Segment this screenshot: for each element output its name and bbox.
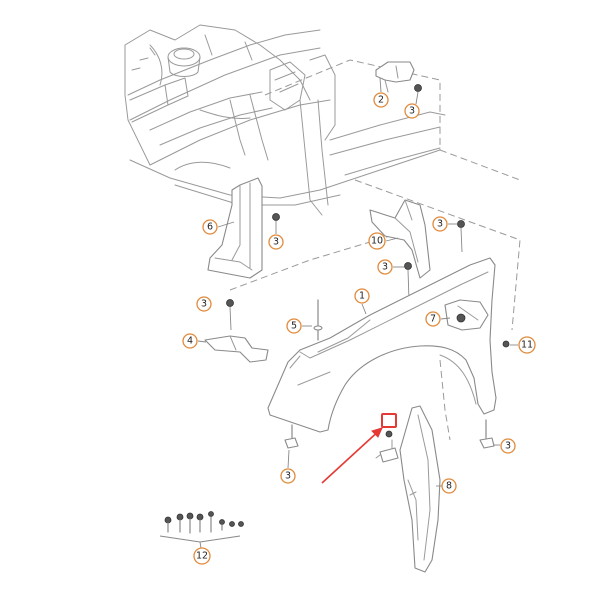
- svg-text:3: 3: [382, 262, 388, 273]
- svg-text:3: 3: [273, 237, 279, 248]
- svg-text:5: 5: [291, 321, 297, 332]
- callout-6: 6: [202, 219, 218, 235]
- leader-7: [440, 317, 451, 320]
- screw-3f: [284, 424, 299, 469]
- svg-text:11: 11: [521, 340, 533, 351]
- callout-10: 10: [368, 232, 386, 250]
- callout-3c: 3: [432, 216, 448, 232]
- liner-part-8: [399, 405, 442, 573]
- callout-3e: 3: [196, 296, 212, 312]
- callout-3b: 3: [268, 234, 284, 250]
- highlight-box: [381, 413, 397, 428]
- callout-5: 5: [286, 318, 302, 334]
- hardware-set-part-12: [159, 511, 244, 549]
- screw-3e: [226, 299, 234, 331]
- svg-text:7: 7: [430, 314, 436, 325]
- callout-4: 4: [182, 333, 198, 349]
- callout-8: 8: [441, 478, 457, 494]
- highlight-arrowhead: [371, 427, 383, 438]
- screw-3d: [393, 262, 412, 301]
- callout-3a: 3: [404, 103, 420, 119]
- hinge-bracket-part-4: [197, 335, 269, 363]
- callout-12: 12: [193, 547, 211, 565]
- svg-text:8: 8: [446, 481, 452, 492]
- svg-text:6: 6: [207, 222, 213, 233]
- svg-text:4: 4: [187, 336, 193, 347]
- svg-text:3: 3: [505, 441, 511, 452]
- svg-text:2: 2: [378, 95, 384, 106]
- svg-text:3: 3: [409, 106, 415, 117]
- callout-2: 2: [373, 92, 389, 108]
- screw-3c: [448, 220, 465, 253]
- svg-text:3: 3: [437, 219, 443, 230]
- callout-3g: 3: [500, 438, 516, 454]
- body-structure: [124, 24, 446, 216]
- stud-part-5: [302, 299, 323, 341]
- spreading-clip: [375, 430, 399, 463]
- callout-3d: 3: [377, 259, 393, 275]
- bracket-part-2: [375, 61, 415, 93]
- svg-text:3: 3: [201, 299, 207, 310]
- callout-3f: 3: [280, 468, 296, 484]
- bracket-part-10: [369, 199, 431, 279]
- support-bracket-part-6: [207, 177, 263, 279]
- screw-3g: [479, 419, 500, 449]
- screw-6: [272, 213, 280, 234]
- svg-text:1: 1: [359, 291, 365, 302]
- callout-1: 1: [354, 288, 370, 304]
- svg-text:12: 12: [196, 551, 208, 562]
- screw-2: [414, 84, 422, 105]
- svg-text:3: 3: [285, 471, 291, 482]
- highlight-arrow: [321, 427, 383, 484]
- fender-part-1: [267, 257, 497, 433]
- svg-text:10: 10: [371, 236, 383, 247]
- clip-part-11: [502, 340, 518, 348]
- callout-7: 7: [425, 311, 441, 327]
- callout-11: 11: [518, 336, 536, 354]
